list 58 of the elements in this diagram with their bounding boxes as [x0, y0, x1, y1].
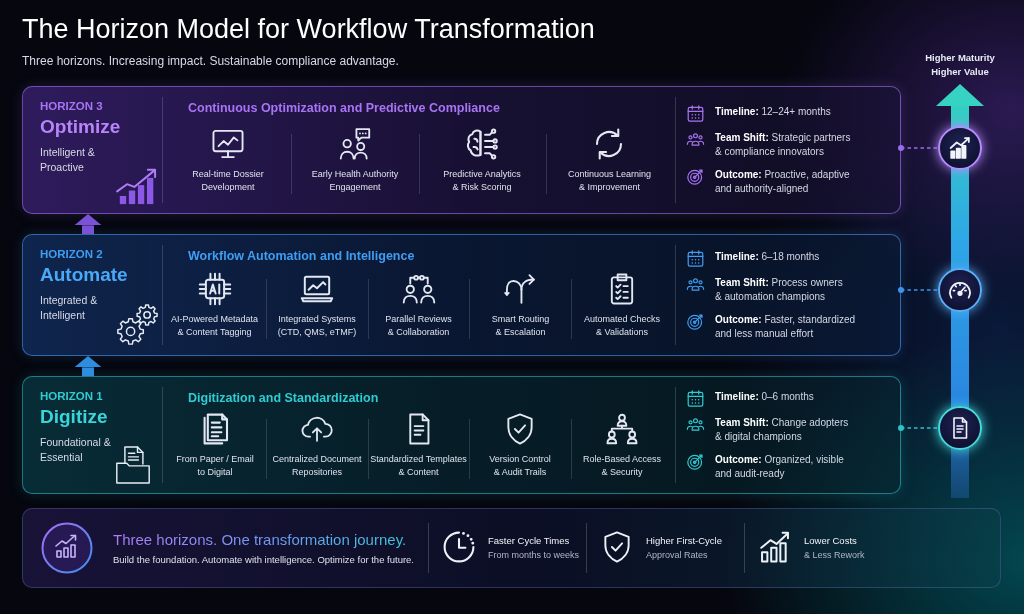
- horizon-name: Digitize: [40, 405, 108, 429]
- section-heading: Digitization and Standardization: [188, 390, 379, 406]
- feature-label: Continuous Learning & Improvement: [567, 168, 652, 194]
- feature-label: From Paper / Email to Digital: [175, 453, 255, 479]
- dotted-connector: [898, 287, 939, 293]
- feature-label: Role-Based Access & Security: [581, 453, 662, 479]
- arrow-label: Higher Value: [931, 66, 989, 78]
- title: The Horizon Model for Workflow Transformation: [22, 13, 595, 46]
- detail-text: Team Shift: Change adopters & digital champions: [715, 415, 850, 444]
- feature-label: Integrated Systems (CTD, QMS, eTMF): [276, 313, 358, 339]
- block-arrow: [74, 356, 102, 376]
- feature-label: Predictive Analytics & Risk Scoring: [442, 168, 522, 194]
- horizon-label: HORIZON 1: [40, 389, 103, 404]
- feature-label: Real-time Dossier Development: [191, 168, 265, 194]
- detail-text: Timeline: 6–18 months: [715, 249, 821, 264]
- arrow-label: Higher Maturity: [925, 52, 995, 64]
- stat-text: & Less Rework: [804, 549, 865, 561]
- detail-text: Timeline: 12–24+ months: [715, 104, 832, 119]
- horizon-label: HORIZON 2: [40, 247, 103, 262]
- feature-label: AI-Powered Metadata & Content Tagging: [169, 313, 259, 339]
- detail-text: Outcome: Proactive, adaptive and authority-aligned: [715, 167, 851, 196]
- stat-title: Higher First-Cycle: [646, 535, 722, 547]
- detail-text: Team Shift: Strategic partners & compliance innovators: [715, 130, 852, 159]
- horizon-panel: [22, 86, 901, 214]
- feature-label: Early Health Authority Engagement: [310, 168, 400, 194]
- milestone-circle: [938, 126, 982, 170]
- feature-label: Standardized Templates & Content: [369, 453, 468, 479]
- stat-text: From months to weeks: [488, 549, 580, 561]
- horizon-name: Optimize: [40, 115, 121, 139]
- stat-title: Faster Cycle Times: [488, 535, 570, 547]
- banner-text: Build the foundation. Automate with intelligence. Optimize for the future.: [113, 554, 414, 566]
- detail-text: Outcome: Organized, visible and audit-ready: [715, 452, 845, 481]
- section-heading: Continuous Optimization and Predictive Compliance: [188, 100, 500, 116]
- horizon-label: HORIZON 3: [40, 99, 103, 114]
- horizon-description: Integrated & Intelligent: [40, 293, 99, 323]
- horizon-description: Foundational & Essential: [40, 435, 112, 465]
- horizon-name: Automate: [40, 263, 128, 287]
- feature-label: Centralized Document Repositories: [271, 453, 363, 479]
- feature-label: Smart Routing & Escalation: [490, 313, 551, 339]
- summary-banner: [22, 508, 1001, 588]
- stat-title: Lower Costs: [804, 535, 857, 547]
- horizon-panel: [22, 234, 901, 356]
- feature-label: Version Control & Audit Trails: [488, 453, 552, 479]
- feature-label: Automated Checks & Validations: [582, 313, 661, 339]
- detail-text: Team Shift: Process owners & automation champions: [715, 275, 844, 304]
- dotted-connector: [898, 425, 939, 431]
- horizon-panel: [22, 376, 901, 494]
- milestone-circle: [938, 268, 982, 312]
- detail-text: Timeline: 0–6 months: [715, 389, 815, 404]
- block-arrow: [74, 214, 102, 234]
- milestone-circle: [938, 406, 982, 450]
- section-heading: Workflow Automation and Intelligence: [188, 248, 415, 264]
- dotted-connector: [898, 145, 939, 151]
- subtitle: Three horizons. Increasing impact. Sustainable compliance advantage.: [22, 53, 399, 69]
- stat-text: Approval Rates: [646, 549, 708, 561]
- feature-label: Parallel Reviews & Collaboration: [384, 313, 453, 339]
- detail-text: Outcome: Faster, standardized and less manual effort: [715, 312, 857, 341]
- horizon-description: Intelligent & Proactive: [40, 145, 96, 175]
